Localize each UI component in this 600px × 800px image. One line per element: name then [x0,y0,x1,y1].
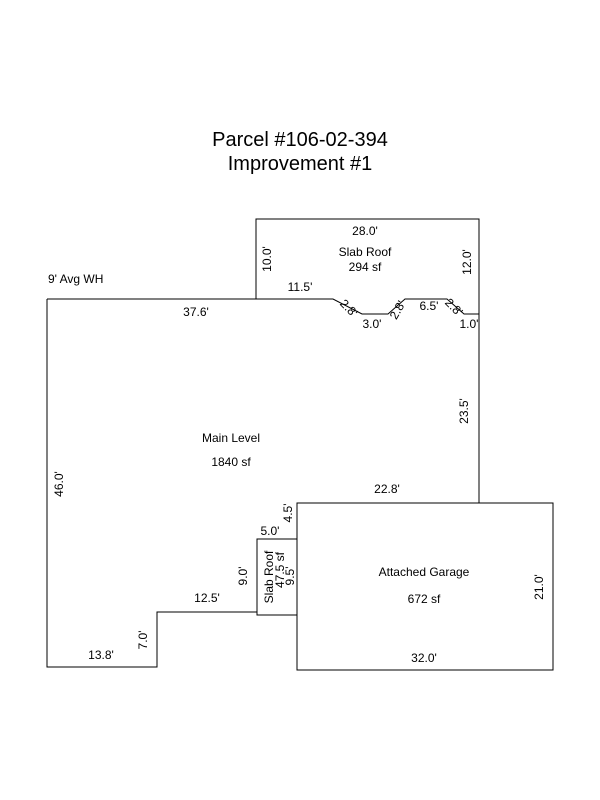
main-level-outline-lower [46,299,257,668]
dim-notch-diag-2: 2.8' [387,298,409,321]
dim-slab-left-height: 10.0' [260,246,274,272]
slab-roof-top-size: 294 sf [349,260,382,274]
dim-slab-small-right: 9.5' [283,567,297,586]
main-level-outline [47,298,480,503]
main-level-size: 1840 sf [211,455,251,469]
dim-notch-end: 1.0' [460,317,479,331]
dim-main-step: 22.8' [374,482,400,496]
dim-main-left: 46.0' [52,471,66,497]
dim-main-right: 23.5' [457,398,471,424]
slab-roof-top-name: Slab Roof [339,245,392,259]
dim-garage-bottom: 32.0' [411,651,437,665]
slab-roof-top-outline [255,218,480,314]
dim-notch-diag-1: 2.8' [337,297,360,320]
slab-roof-small-size: 47.5 sf [273,551,287,588]
parcel-title: Parcel #106-02-394 [212,129,388,151]
slab-roof-small-outline [256,538,297,616]
improvement-title: Improvement #1 [227,153,373,175]
avg-wall-height-note: 9' Avg WH [48,272,103,286]
dim-notch-bottom: 3.0' [363,317,382,331]
main-level-name: Main Level [202,431,260,445]
dim-main-step-down: 4.5' [281,504,295,523]
dim-slab-left-run: 11.5' [288,280,313,294]
attached-garage-name: Attached Garage [379,565,470,579]
dim-slab-small-top: 5.0' [261,524,280,538]
dim-main-top: 37.6' [183,305,209,319]
dim-main-bottom: 13.8' [88,648,114,662]
attached-garage-outline [296,502,554,671]
dim-notch-right: 6.5' [420,299,439,313]
dim-slab-right-height: 12.0' [460,249,474,275]
dim-main-lower-run: 12.5' [194,591,220,605]
dim-main-lower-down: 7.0' [136,631,150,650]
attached-garage-size: 672 sf [408,592,441,606]
dim-slab-small-left: 9.0' [236,567,250,586]
slab-roof-small-name: Slab Roof [262,550,276,603]
dim-garage-right: 21.0' [532,574,546,600]
dim-slab-top-width: 28.0' [352,224,378,238]
